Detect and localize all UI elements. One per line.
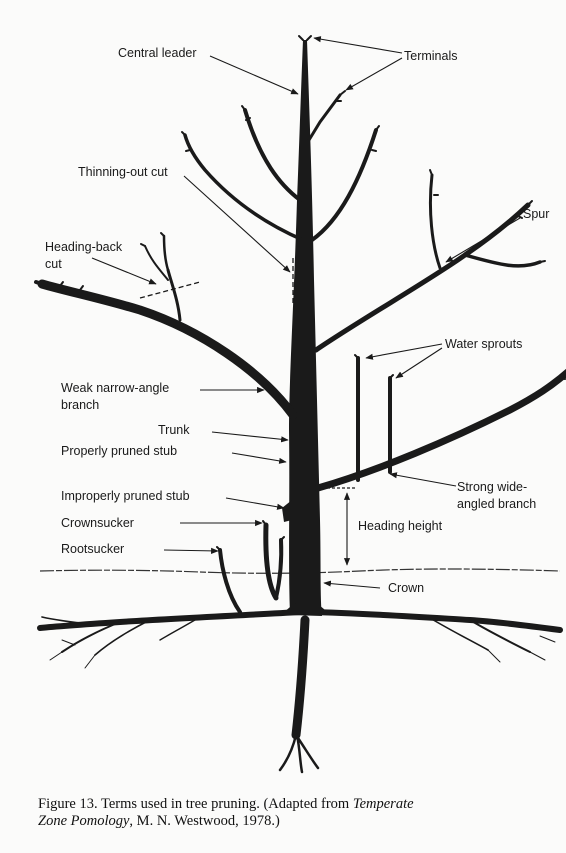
label-strong-branch-line1: Strong wide- [457, 480, 527, 494]
label-crownsucker: Crownsucker [61, 516, 134, 530]
label-central-leader: Central leader [118, 46, 197, 60]
caption-line2-italic: Zone Pomology [38, 813, 129, 829]
caption-line-2: Zone Pomology, M. N. Westwood, 1978.) [38, 813, 563, 830]
trunk [282, 40, 330, 616]
label-heading-height: Heading height [358, 519, 443, 533]
label-water-sprouts: Water sprouts [445, 337, 522, 351]
label-heading-back-cut-line2: cut [45, 257, 62, 271]
caption-line1-text: Figure 13. Terms used in tree pruning. (… [38, 796, 353, 812]
label-improperly-pruned-stub: Improperly pruned stub [61, 489, 190, 503]
caption-line2-text: , M. N. Westwood, 1978.) [129, 813, 279, 829]
caption-line-1: Figure 13. Terms used in tree pruning. (… [38, 796, 563, 813]
label-rootsucker: Rootsucker [61, 542, 124, 556]
label-crown: Crown [388, 581, 424, 595]
caption-line1-italic: Temperate [353, 796, 414, 812]
figure-caption: Figure 13. Terms used in tree pruning. (… [38, 796, 563, 830]
label-spur: Spur [523, 207, 549, 221]
label-weak-branch-line2: branch [61, 398, 99, 412]
label-thinning-out-cut: Thinning-out cut [78, 165, 168, 179]
roots [40, 612, 560, 772]
label-trunk: Trunk [158, 423, 190, 437]
label-weak-branch-line1: Weak narrow-angle [61, 381, 169, 395]
label-heading-back-cut-line1: Heading-back [45, 240, 123, 254]
label-properly-pruned-stub: Properly pruned stub [61, 444, 177, 458]
label-strong-branch-line2: angled branch [457, 497, 536, 511]
label-terminals: Terminals [404, 49, 458, 63]
